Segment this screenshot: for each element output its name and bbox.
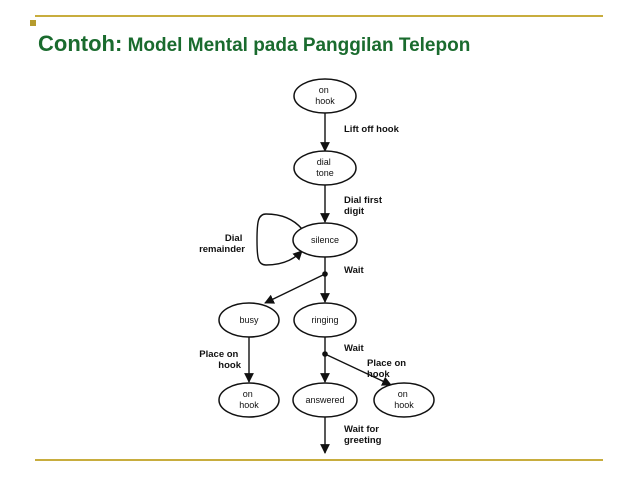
edge-label-place-on-hook-left: Place on hook xyxy=(199,349,241,371)
edge-label-place-on-hook-right: Place on hook xyxy=(367,358,409,380)
node-dial-tone-label: dial tone xyxy=(316,157,334,178)
junction-dot-lower xyxy=(322,351,328,357)
node-on-hook-top xyxy=(293,78,357,114)
node-on-hook-right-label: on hook xyxy=(394,389,414,410)
node-busy xyxy=(218,302,280,338)
edge-label-wait-1: Wait xyxy=(344,265,365,276)
junction-dot-upper xyxy=(322,271,328,277)
node-answered-label: answered xyxy=(305,395,344,405)
node-ringing xyxy=(293,302,357,338)
bottom-rule xyxy=(35,459,603,461)
edge-label-dial-first-digit: Dial first digit xyxy=(344,195,385,217)
node-dial-tone xyxy=(293,150,357,186)
slide-title: Contoh: Model Mental pada Panggilan Tele… xyxy=(38,27,598,59)
edge-label-lift-off-hook: Lift off hook xyxy=(344,124,400,135)
node-silence xyxy=(292,222,358,258)
edge-label-dial-remainder: Dial remainder xyxy=(199,233,245,255)
title-prefix: Contoh: xyxy=(38,31,123,56)
top-rule xyxy=(35,15,603,17)
title-rest: Model Mental pada Panggilan Telepon xyxy=(122,35,471,56)
edge-label-wait-for-greeting: Wait for greeting xyxy=(344,424,382,446)
edge-place-on-hook-right xyxy=(324,353,392,386)
node-on-hook-right xyxy=(373,382,435,418)
node-on-hook-top-label: on hook xyxy=(315,85,335,106)
node-on-hook-left xyxy=(218,382,280,418)
node-busy-label: busy xyxy=(239,315,259,325)
title-bullet xyxy=(30,20,36,26)
node-answered xyxy=(292,382,358,418)
node-ringing-label: ringing xyxy=(311,315,338,325)
node-silence-label: silence xyxy=(311,235,339,245)
edge-label-wait-2: Wait xyxy=(344,343,365,354)
node-on-hook-left-label: on hook xyxy=(239,389,259,410)
edge-wait-to-busy xyxy=(264,273,326,304)
edge-dial-remainder-loop xyxy=(256,213,303,266)
